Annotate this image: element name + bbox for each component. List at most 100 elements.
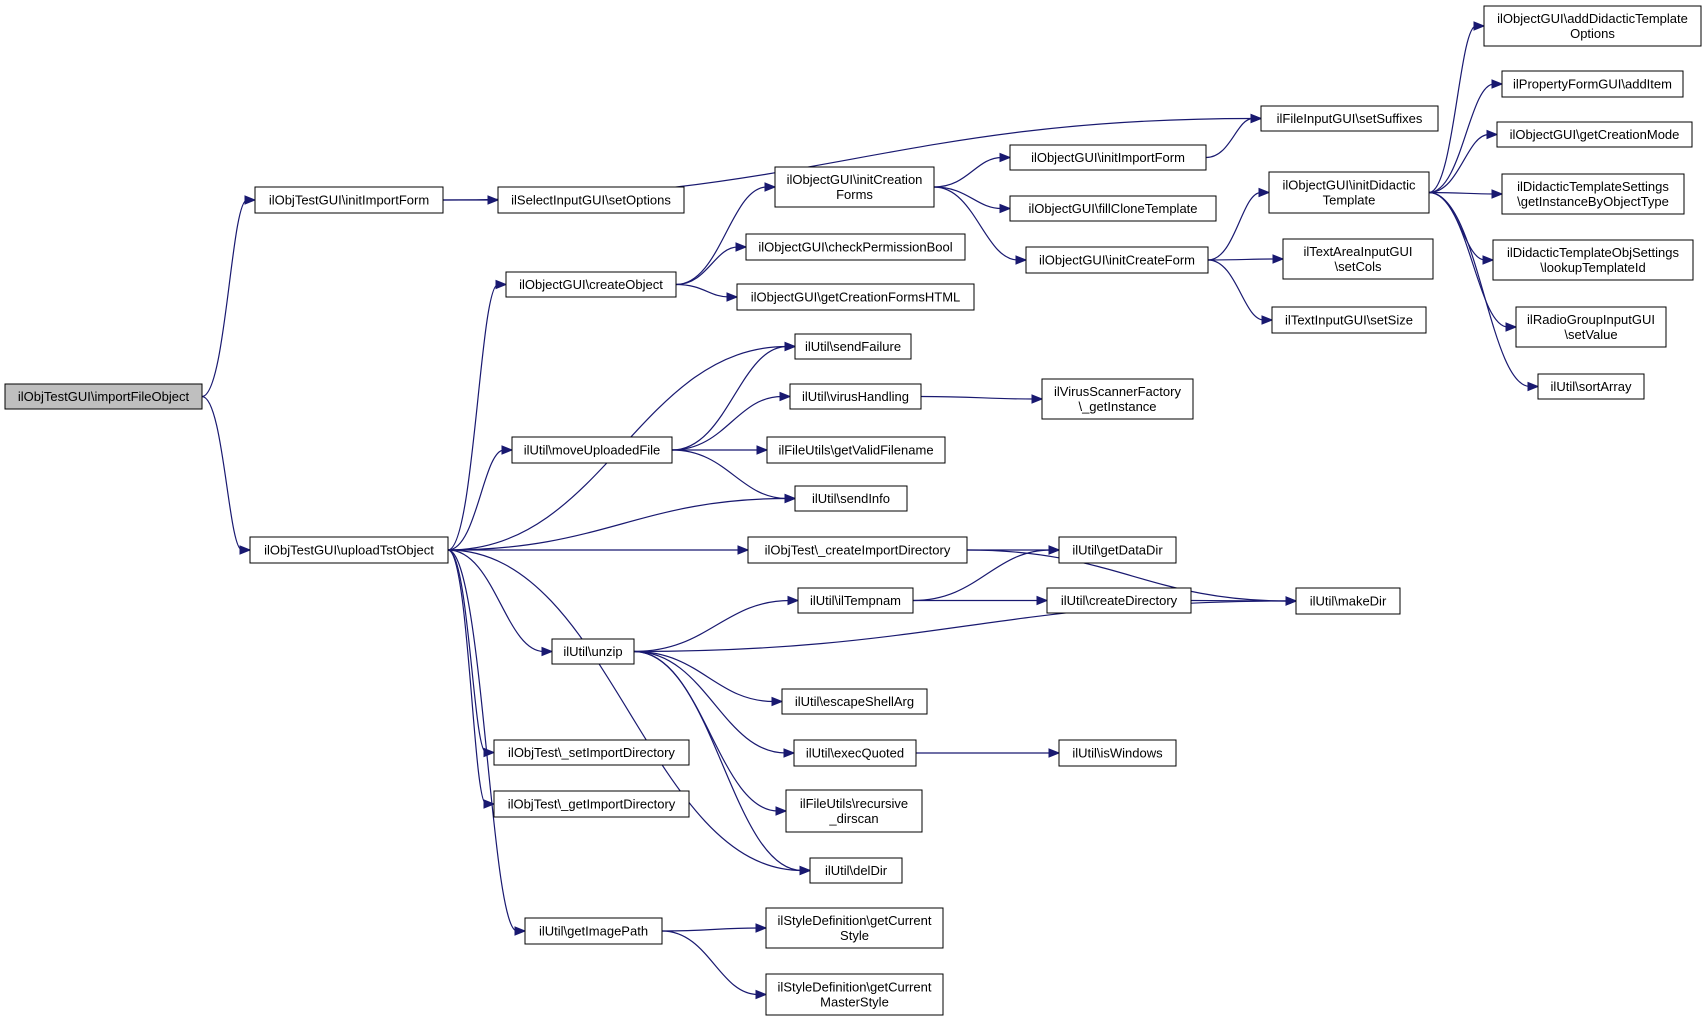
node-box[interactable] xyxy=(785,789,923,833)
node-box[interactable] xyxy=(1260,105,1439,132)
node-label: ilObjTest\_createImportDirectory xyxy=(765,543,951,558)
node-label: ilObjTest\_getImportDirectory xyxy=(508,797,676,812)
node-n14[interactable]: ilUtil\delDir xyxy=(809,857,903,884)
node-box[interactable] xyxy=(1501,70,1684,98)
node-box[interactable] xyxy=(794,485,908,512)
node-n20[interactable]: ilObjectGUI\fillCloneTemplate xyxy=(1009,195,1217,222)
edge-arrow-n19-n4 xyxy=(1250,113,1263,124)
edge-n21-n22 xyxy=(1207,191,1262,261)
node-n31[interactable]: ilUtil\sortArray xyxy=(1537,373,1645,400)
node-box[interactable] xyxy=(765,973,944,1016)
node-n42[interactable]: ilFileUtils\recursive_dirscan xyxy=(785,789,923,833)
node-box[interactable] xyxy=(524,917,663,945)
node-n3[interactable]: ilObjTestGUI\uploadTstObject xyxy=(249,536,449,564)
node-box[interactable] xyxy=(249,536,449,564)
node-n24[interactable]: ilTextInputGUI\setSize xyxy=(1271,306,1427,334)
node-n34[interactable]: ilVirusScannerFactory\_getInstance xyxy=(1041,378,1194,420)
node-box[interactable] xyxy=(551,638,635,665)
node-n40[interactable]: ilUtil\execQuoted xyxy=(793,739,917,767)
node-box[interactable] xyxy=(781,688,928,715)
node-n30[interactable]: ilRadioGroupInputGUI\setValue xyxy=(1515,306,1667,348)
node-box[interactable] xyxy=(1282,238,1434,280)
node-box[interactable] xyxy=(493,790,690,818)
node-n2[interactable]: ilObjTestGUI\initImportForm xyxy=(254,186,444,214)
node-box[interactable] xyxy=(765,907,944,949)
node-n8[interactable]: ilUtil\moveUploadedFile xyxy=(511,436,673,464)
node-box[interactable] xyxy=(1046,587,1192,614)
node-n12[interactable]: ilObjTest\_setImportDirectory xyxy=(493,739,690,766)
node-n29[interactable]: ilDidacticTemplateObjSettings\lookupTemp… xyxy=(1492,239,1694,281)
node-box[interactable] xyxy=(505,271,677,298)
node-n17[interactable]: ilObjectGUI\checkPermissionBool xyxy=(745,233,966,261)
node-n1[interactable]: ilObjTestGUI\importFileObject xyxy=(4,383,203,410)
node-box[interactable] xyxy=(1295,587,1401,615)
node-n6[interactable]: ilObjectGUI\createObject xyxy=(505,271,677,298)
node-n4[interactable]: ilFileInputGUI\setSuffixes xyxy=(1260,105,1439,132)
node-n38[interactable]: ilUtil\createDirectory xyxy=(1046,587,1192,614)
node-n10[interactable]: ilObjTest\_createImportDirectory xyxy=(747,536,968,564)
root-node-box[interactable] xyxy=(4,383,203,410)
node-n37[interactable]: ilUtil\ilTempnam xyxy=(797,587,914,614)
edge-n16-n19 xyxy=(933,156,1003,188)
node-box[interactable] xyxy=(1268,171,1430,214)
node-box[interactable] xyxy=(747,536,968,564)
node-n41[interactable]: ilUtil\isWindows xyxy=(1058,739,1177,767)
node-box[interactable] xyxy=(789,383,922,410)
node-n28[interactable]: ilDidacticTemplateSettings\getInstanceBy… xyxy=(1501,173,1685,215)
node-box[interactable] xyxy=(774,166,935,208)
edge-n22-n26 xyxy=(1428,83,1495,194)
node-box[interactable] xyxy=(1492,239,1694,281)
node-n33[interactable]: ilFileUtils\getValidFilename xyxy=(766,436,946,464)
node-box[interactable] xyxy=(1041,378,1194,420)
node-n32[interactable]: ilUtil\virusHandling xyxy=(789,383,922,410)
node-box[interactable] xyxy=(809,857,903,884)
node-box[interactable] xyxy=(1501,173,1685,215)
node-box[interactable] xyxy=(1271,306,1427,334)
node-box[interactable] xyxy=(511,436,673,464)
node-box[interactable] xyxy=(1537,373,1645,400)
node-box[interactable] xyxy=(1025,246,1209,274)
edge-arrow-n3-n8 xyxy=(501,445,514,455)
node-n26[interactable]: ilPropertyFormGUI\addItem xyxy=(1501,70,1684,98)
node-box[interactable] xyxy=(1009,144,1207,171)
node-box[interactable] xyxy=(1483,5,1702,47)
edge-arrow-n21-n22 xyxy=(1258,187,1271,198)
node-label: ilObjTestGUI\importFileObject xyxy=(18,389,190,404)
node-box[interactable] xyxy=(1058,536,1177,564)
node-n19[interactable]: ilObjectGUI\initImportForm xyxy=(1009,144,1207,171)
node-box[interactable] xyxy=(1058,739,1177,767)
node-n27[interactable]: ilObjectGUI\getCreationMode xyxy=(1496,121,1693,148)
node-n35[interactable]: ilUtil\getDataDir xyxy=(1058,536,1177,564)
node-label: ilObjectGUI\initDidactic xyxy=(1283,178,1416,193)
node-box[interactable] xyxy=(793,739,917,767)
node-box[interactable] xyxy=(794,333,912,360)
node-n13[interactable]: ilObjTest\_getImportDirectory xyxy=(493,790,690,818)
node-n7[interactable]: ilUtil\sendFailure xyxy=(794,333,912,360)
node-box[interactable] xyxy=(1515,306,1667,348)
node-n39[interactable]: ilUtil\escapeShellArg xyxy=(781,688,928,715)
node-n36[interactable]: ilUtil\makeDir xyxy=(1295,587,1401,615)
node-box[interactable] xyxy=(497,186,685,214)
node-box[interactable] xyxy=(254,186,444,214)
edge-arrow-n11-n40 xyxy=(783,748,796,758)
node-label: ilUtil\escapeShellArg xyxy=(795,694,914,709)
node-box[interactable] xyxy=(1496,121,1693,148)
node-box[interactable] xyxy=(736,283,975,311)
node-n15[interactable]: ilUtil\getImagePath xyxy=(524,917,663,945)
node-box[interactable] xyxy=(493,739,690,766)
node-box[interactable] xyxy=(745,233,966,261)
node-n23[interactable]: ilTextAreaInputGUI\setCols xyxy=(1282,238,1434,280)
node-n11[interactable]: ilUtil\unzip xyxy=(551,638,635,665)
node-box[interactable] xyxy=(766,436,946,464)
node-n18[interactable]: ilObjectGUI\getCreationFormsHTML xyxy=(736,283,975,311)
node-box[interactable] xyxy=(1009,195,1217,222)
node-n5[interactable]: ilSelectInputGUI\setOptions xyxy=(497,186,685,214)
node-box[interactable] xyxy=(797,587,914,614)
node-n21[interactable]: ilObjectGUI\initCreateForm xyxy=(1025,246,1209,274)
node-n9[interactable]: ilUtil\sendInfo xyxy=(794,485,908,512)
